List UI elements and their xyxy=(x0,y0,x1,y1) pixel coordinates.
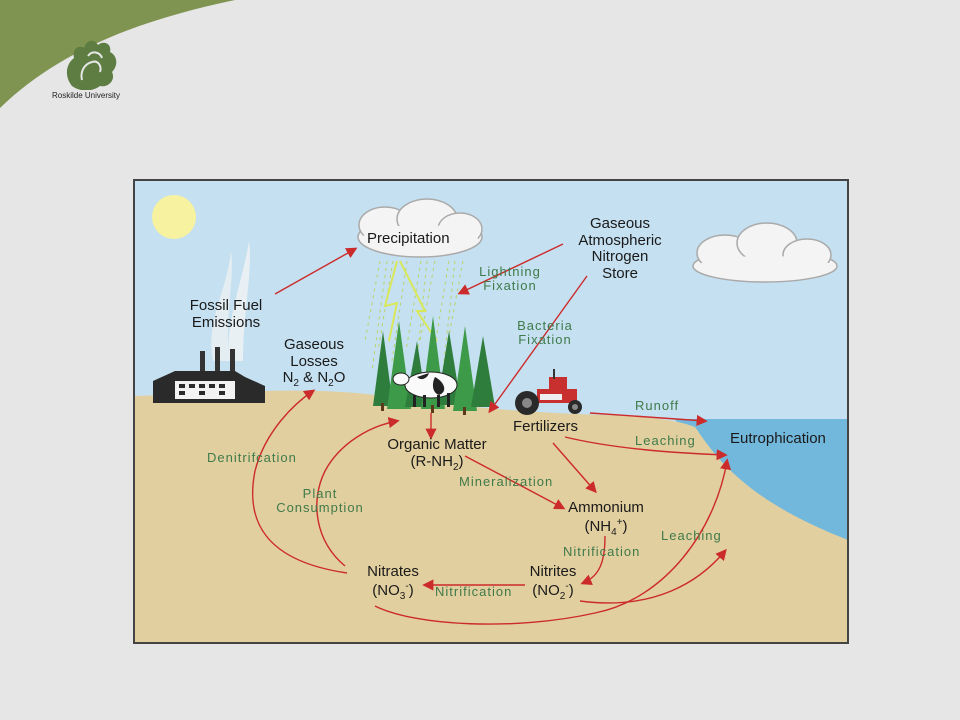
university-logo-icon xyxy=(67,40,117,90)
arrow-fertilizer-leaching xyxy=(564,436,728,461)
gaseous-store-label: Gaseous Atmospheric Nitrogen Store xyxy=(578,215,662,282)
arrow-emissions-precipitation xyxy=(274,247,358,295)
organic-matter-formula: (R-NH2) xyxy=(410,452,464,473)
leaching-label-2: Leaching xyxy=(661,528,722,543)
arrow-nitrates-leaching xyxy=(374,458,732,625)
nitrogen-cycle-diagram: Precipitation Gaseous Atmospheric Nitrog… xyxy=(133,179,849,644)
arrow-store-bacteria xyxy=(488,275,588,414)
arrow-runoff xyxy=(589,412,708,427)
tractor-icon xyxy=(515,369,582,415)
arrow-denitrification xyxy=(251,389,348,574)
arrow-mineralization xyxy=(464,455,566,510)
nitrification-label-1: Nitrification xyxy=(563,544,641,559)
factory-icon xyxy=(153,347,265,403)
cow-icon xyxy=(392,371,458,407)
nitrites-label: Nitrites (NO2-) xyxy=(515,563,591,602)
nitrification-label-2: Nitrification xyxy=(435,584,513,599)
arrow-plant-consumption xyxy=(316,417,400,567)
gaseous-losses-formula: N2 & N2O xyxy=(282,369,346,389)
ammonium-formula: (NH4+) xyxy=(584,516,628,538)
fossil-fuel-label: Fossil Fuel Emissions xyxy=(189,297,263,331)
rain-cloud-icon xyxy=(357,198,483,258)
precipitation-label: Precipitation xyxy=(367,230,450,247)
nitrites-formula: (NO2-) xyxy=(532,580,574,602)
arrow-nitrites-leaching xyxy=(579,548,727,604)
header-swoosh xyxy=(0,0,235,108)
organic-matter-label: Organic Matter (R-NH2) xyxy=(367,436,507,473)
gaseous-losses-label: Gaseous Losses N2 & N2O xyxy=(263,336,365,389)
arrow-store-lightning xyxy=(457,243,564,295)
nitrates-formula: (NO3-) xyxy=(372,580,414,602)
sun-icon xyxy=(152,195,196,239)
lightning-fixation-label: Lightning Fixation xyxy=(479,264,541,294)
nitrates-label: Nitrates (NO3-) xyxy=(353,563,433,602)
university-name: Roskilde University xyxy=(52,91,121,100)
mineralization-label: Mineralization xyxy=(459,474,554,489)
leaching-label-1: Leaching xyxy=(635,433,696,448)
diagram-illustration xyxy=(135,181,847,642)
runoff-label: Runoff xyxy=(635,398,680,413)
ammonium-label: Ammonium (NH4+) xyxy=(553,499,659,538)
fertilizers-label: Fertilizers xyxy=(513,418,579,435)
plant-consumption-label: Plant Consumption xyxy=(276,486,364,516)
lightning-icon xyxy=(383,260,399,342)
arrow-fertilizer-ammonium xyxy=(552,442,597,494)
bacteria-fixation-label: Bacteria Fixation xyxy=(517,318,573,348)
denitrification-label: Denitrifcation xyxy=(207,450,297,465)
eutrophication-label: Eutrophication xyxy=(730,430,826,447)
cloud-icon xyxy=(692,222,838,283)
arrow-ammonium-nitrites xyxy=(580,535,606,585)
